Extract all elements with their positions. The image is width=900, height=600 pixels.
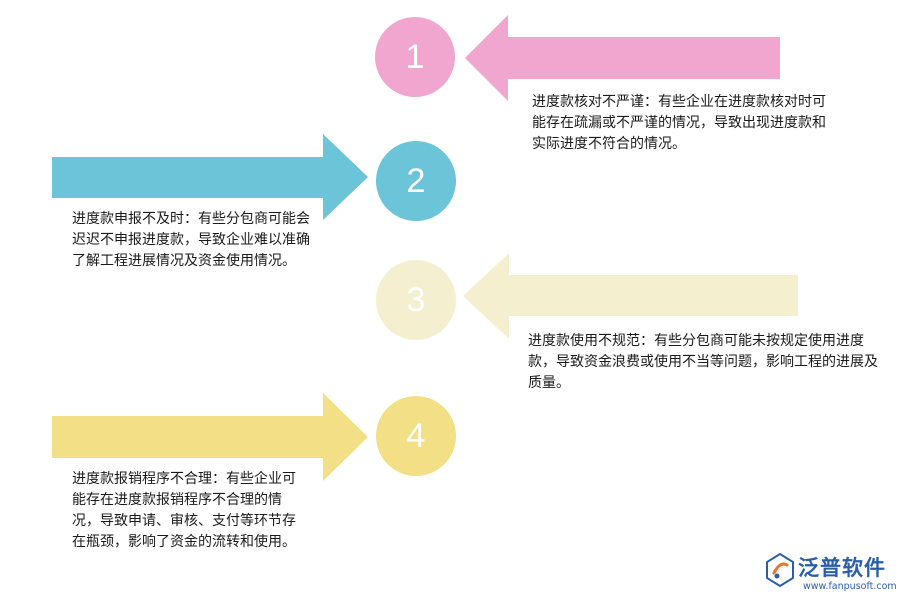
brand-name: 泛普软件 (798, 556, 886, 580)
step-4-description: 进度款报销程序不合理：有些企业可能存在进度款报销程序不合理的情况，导致申请、审核… (72, 471, 296, 550)
brand-url: www.fanpusoft.com (803, 581, 897, 592)
step-3-description: 进度款使用不规范：有些分包商可能未按规定使用进度款，导致资金浪费或使用不当等问题… (528, 333, 878, 391)
step-2-description: 进度款申报不及时：有些分包商可能会迟迟不申报进度款，导致企业难以准确了解工程进展… (72, 211, 310, 269)
step-2-number: 2 (406, 161, 426, 200)
arrow-4-right (52, 393, 368, 481)
fanpu-logo-icon (766, 553, 794, 587)
step-4-number: 4 (406, 416, 426, 455)
brand-logo: 泛普软件 www.fanpusoft.com (765, 552, 897, 598)
arrow-1-left (465, 15, 780, 101)
arrow-2-right (52, 134, 368, 220)
step-1-number: 1 (405, 37, 425, 76)
step-3-number: 3 (406, 280, 426, 319)
step-2-circle: 2 (376, 141, 456, 221)
step-3-circle: 3 (376, 260, 456, 340)
step-1-circle: 1 (375, 17, 455, 97)
step-4-circle: 4 (376, 396, 456, 476)
step-1-description: 进度款核对不严谨：有些企业在进度款核对时可能存在疏漏或不严谨的情况，导致出现进度… (532, 94, 826, 152)
arrow-3-left (463, 253, 798, 339)
